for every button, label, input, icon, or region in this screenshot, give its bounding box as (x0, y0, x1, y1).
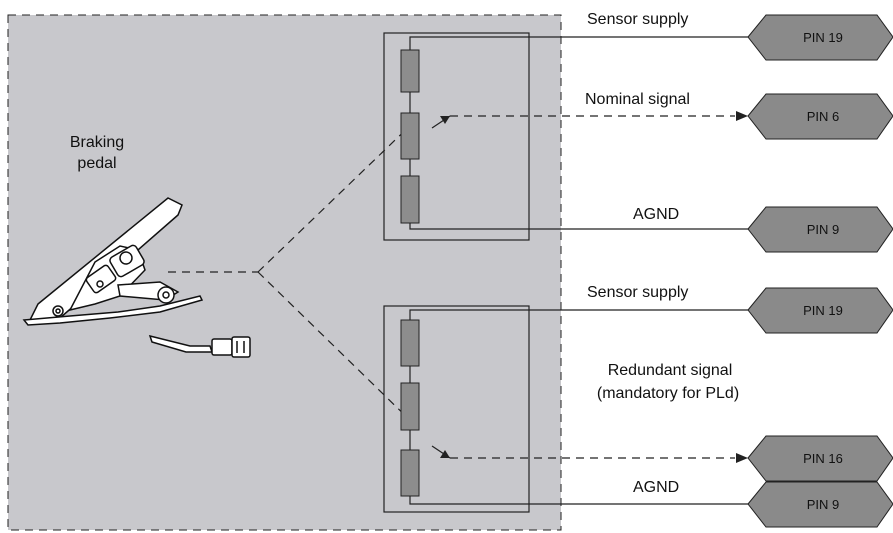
sensor-b-module (383, 305, 870, 513)
sensor-b-gnd-label: AGND (633, 479, 679, 496)
pin-label: PIN 19 (803, 30, 843, 45)
sensor-b-box (383, 305, 530, 513)
sensor-a-resistor-1 (400, 49, 420, 93)
pin-connector-b-signal: PIN 16 (747, 435, 893, 482)
pedal-label-line2: pedal (77, 155, 116, 172)
sensor-b-signal-label-line1: Redundant signal (608, 362, 733, 379)
pin-connector-b-gnd: PIN 9 (747, 481, 893, 528)
sensor-a-potentiometer (400, 112, 420, 160)
sensor-b-potentiometer (400, 382, 420, 431)
sensor-b-resistor-2 (400, 449, 420, 497)
pedal-drawing (22, 197, 251, 358)
sensor-a-module (383, 32, 870, 241)
sensor-a-supply-label: Sensor supply (587, 11, 688, 28)
pin-connector-b-supply: PIN 19 (747, 287, 893, 334)
sensor-b-supply-label: Sensor supply (587, 284, 688, 301)
pin-connector-a-gnd: PIN 9 (747, 206, 893, 253)
sensor-b-signal-label-line2: (mandatory for PLd) (597, 385, 739, 402)
pin-label: PIN 9 (807, 222, 840, 237)
pin-label: PIN 19 (803, 303, 843, 318)
pin-label: PIN 6 (807, 109, 840, 124)
sensor-a-gnd-label: AGND (633, 206, 679, 223)
pin-label: PIN 16 (803, 451, 843, 466)
sensor-a-box (383, 32, 530, 241)
pin-connector-a-signal: PIN 6 (747, 93, 893, 140)
sensor-b-resistor-1 (400, 319, 420, 367)
pin-label: PIN 9 (807, 497, 840, 512)
pin-connector-a-supply: PIN 19 (747, 14, 893, 61)
pedal-link-lines (168, 117, 419, 429)
sensor-a-resistor-2 (400, 175, 420, 224)
pedal-label-line1: Braking (70, 134, 124, 151)
sensor-a-signal-label: Nominal signal (585, 91, 690, 108)
